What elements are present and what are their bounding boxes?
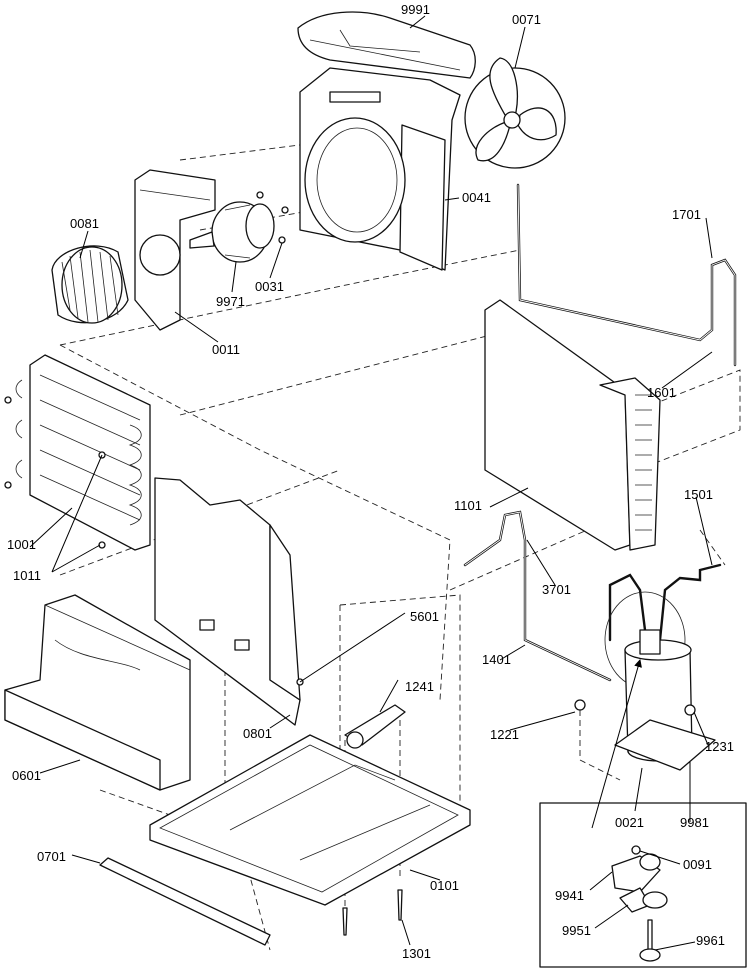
label-1401: 1401: [482, 652, 511, 667]
condenser-part: [484, 299, 661, 551]
label-0091: 0091: [683, 857, 712, 872]
top-cover-part: [297, 11, 476, 79]
label-1221: 1221: [490, 727, 519, 742]
label-1241: 1241: [405, 679, 434, 694]
detail-inset: [539, 802, 747, 968]
label-0021: 0021: [615, 815, 644, 830]
label-9981: 9981: [680, 815, 709, 830]
label-9961: 9961: [696, 933, 725, 948]
label-0101: 0101: [430, 878, 459, 893]
label-0081: 0081: [70, 216, 99, 231]
label-1601: 1601: [647, 385, 676, 400]
label-0701: 0701: [37, 849, 66, 864]
label-9991: 9991: [401, 2, 430, 17]
label-9971: 9971: [216, 294, 245, 309]
label-0011: 0011: [212, 342, 240, 357]
label-3701: 3701: [542, 582, 571, 597]
label-0601: 0601: [12, 768, 41, 783]
fan-blade-part: [464, 57, 566, 169]
capillary-tube-part: [516, 183, 737, 367]
motor-part: [189, 201, 275, 263]
part-labels: 9991 0071 0041 0081 9971 0031 0011 1701 …: [7, 2, 734, 961]
motor-bracket-part: [134, 169, 216, 331]
label-1101: 1101: [454, 498, 482, 513]
suction-tube-part: [463, 510, 722, 682]
fan-shroud-part: [299, 67, 461, 271]
evaporator-coil-part: [15, 354, 151, 551]
label-1301: 1301: [402, 946, 431, 961]
label-0071: 0071: [512, 12, 541, 27]
label-1001: 1001: [7, 537, 36, 552]
label-1501: 1501: [684, 487, 713, 502]
label-9951: 9951: [562, 923, 591, 938]
label-5601: 5601: [410, 609, 439, 624]
label-0801: 0801: [243, 726, 272, 741]
front-rail-part: [99, 857, 271, 946]
leader-lines: [29, 15, 713, 951]
mounting-bracket-part: [344, 704, 406, 749]
drain-pan-part: [4, 594, 191, 791]
label-1231: 1231: [705, 739, 734, 754]
compressor-part: [574, 591, 716, 771]
partition-panel-part: [154, 477, 301, 726]
label-0041: 0041: [462, 190, 491, 205]
label-1011: 1011: [13, 568, 41, 583]
label-0031: 0031: [255, 279, 284, 294]
label-1701: 1701: [672, 207, 701, 222]
label-9941: 9941: [555, 888, 584, 903]
blower-wheel-part: [51, 245, 129, 324]
base-pan-part: [149, 734, 471, 906]
